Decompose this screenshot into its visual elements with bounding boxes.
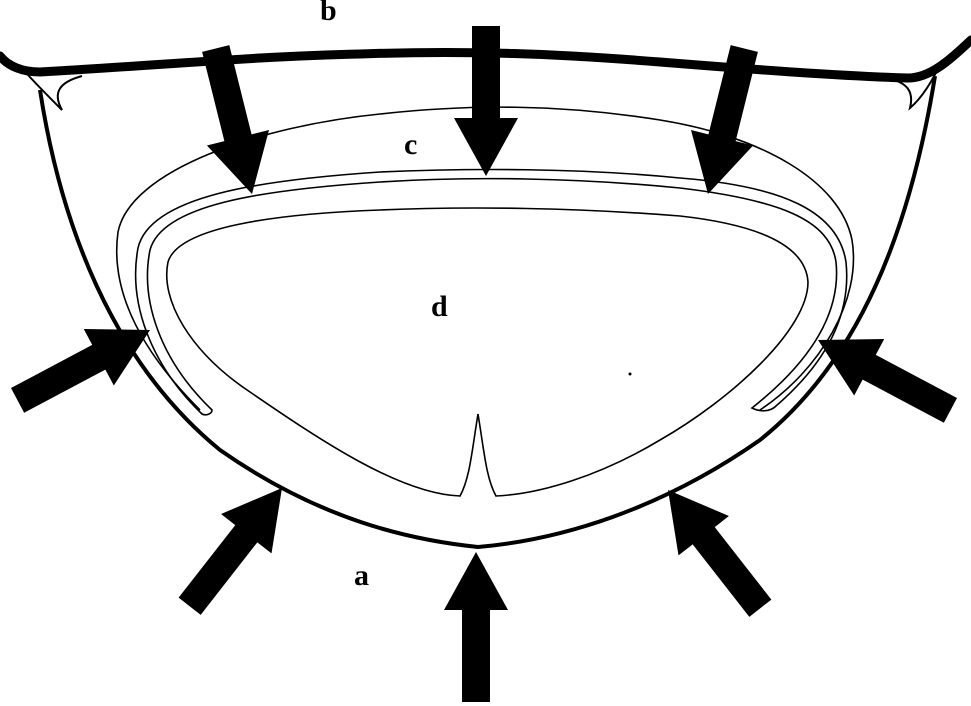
top-beam-b	[0, 35, 971, 83]
region-d-outline	[166, 207, 809, 497]
label-c: c	[404, 128, 418, 161]
label-b: b	[320, 0, 337, 27]
speck-mark	[628, 372, 632, 376]
label-d: d	[431, 290, 448, 323]
arrow-right-side	[802, 311, 966, 439]
left-corner-curl	[27, 74, 83, 111]
arrow-bottom-center	[444, 552, 508, 702]
label-a: a	[354, 559, 369, 592]
right-corner-curl	[885, 59, 943, 111]
region-c-inner-band	[134, 168, 848, 416]
